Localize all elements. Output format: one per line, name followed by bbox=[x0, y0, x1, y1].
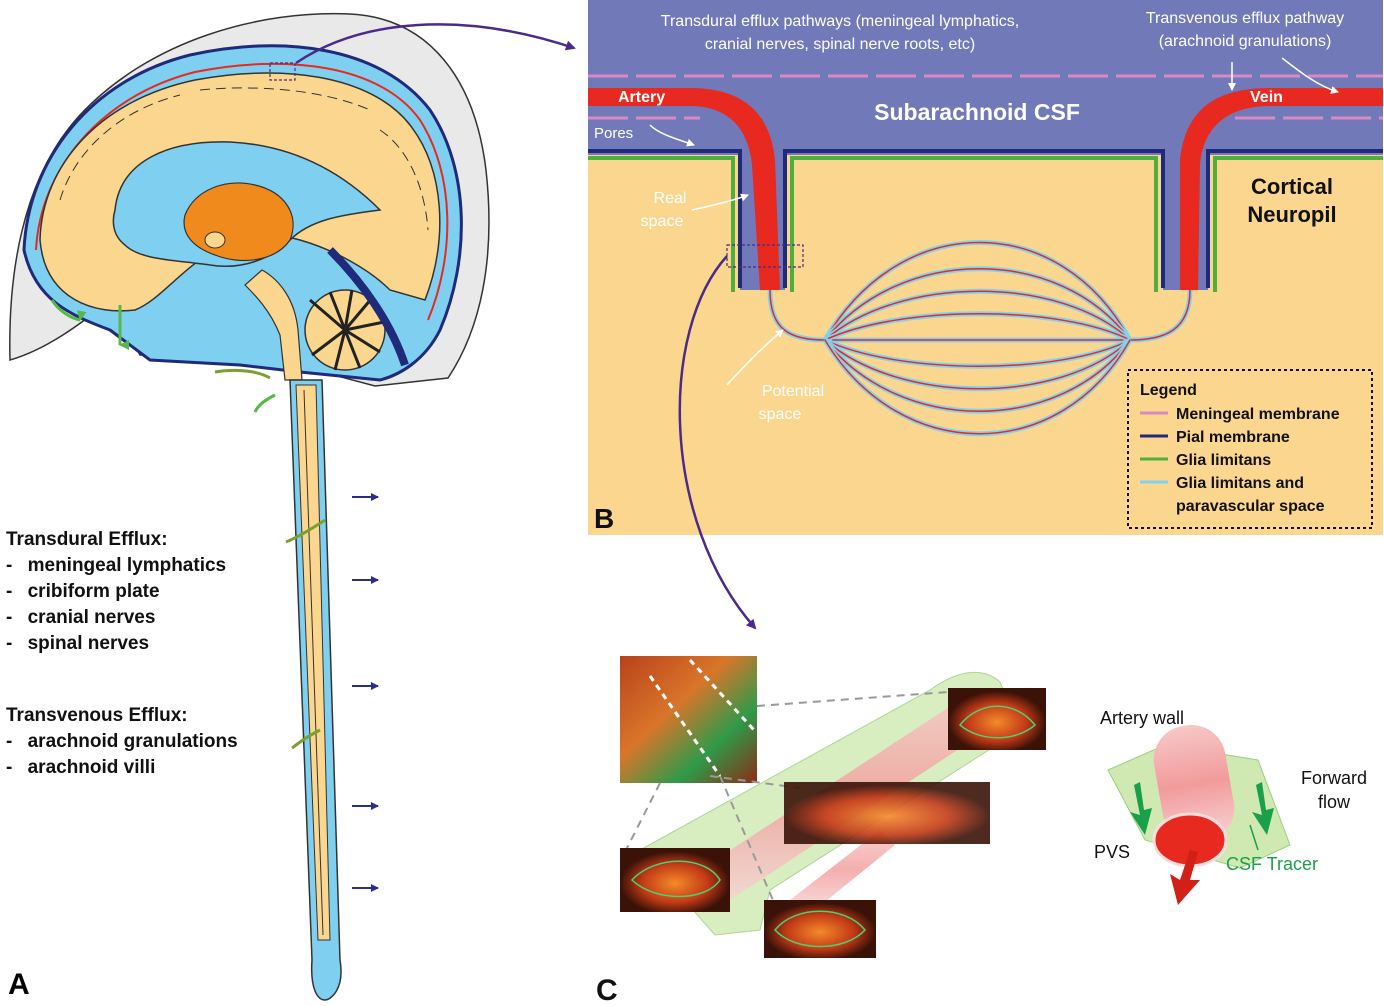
cortical-label-2: Neuropil bbox=[1247, 202, 1336, 227]
legend-item-pial: Pial membrane bbox=[1176, 429, 1290, 446]
transvenous-title-line2: (arachnoid granulations) bbox=[1159, 33, 1332, 50]
transdural-item: cranial nerves bbox=[6, 605, 226, 631]
microscopy-image bbox=[620, 656, 757, 783]
potential-space-1: Potential bbox=[762, 383, 824, 400]
slice-2 bbox=[784, 782, 990, 844]
cerebellum bbox=[304, 289, 386, 371]
panel-a-brain-diagram bbox=[9, 12, 490, 1001]
transdural-item: cribiform plate bbox=[6, 579, 226, 605]
real-space-2: space bbox=[641, 213, 684, 230]
transvenous-heading: Transvenous Efflux: bbox=[6, 705, 188, 726]
legend-item-meningeal: Meningeal membrane bbox=[1176, 406, 1340, 423]
artery-wall-label: Artery wall bbox=[1100, 708, 1184, 728]
potential-space-2: space bbox=[759, 406, 802, 423]
pvs-label: PVS bbox=[1094, 842, 1130, 862]
real-space-1: Real bbox=[654, 190, 687, 207]
legend-item-glia-pvs-2: paravascular space bbox=[1176, 498, 1325, 515]
transvenous-title-line1: Transvenous efflux pathway bbox=[1146, 10, 1344, 27]
transdural-title-line1: Transdural efflux pathways (meningeal ly… bbox=[661, 13, 1019, 30]
legend-title: Legend bbox=[1140, 382, 1197, 399]
arrow-a-to-b bbox=[295, 23, 576, 65]
transdural-efflux-list: Transdural Efflux: meningeal lymphatics … bbox=[6, 527, 226, 657]
transdural-item: meningeal lymphatics bbox=[6, 553, 227, 579]
slice-4 bbox=[764, 900, 876, 958]
arrow-b-to-c bbox=[678, 255, 757, 630]
legend-item-glia: Glia limitans bbox=[1176, 452, 1271, 469]
forward-flow-label-1: Forward bbox=[1301, 768, 1367, 788]
transdural-heading: Transdural Efflux: bbox=[6, 529, 168, 550]
panel-letter-a: A bbox=[8, 968, 30, 1001]
panel-letter-b: B bbox=[594, 503, 614, 534]
transvenous-item: arachnoid villi bbox=[6, 755, 238, 781]
pores-label: Pores bbox=[594, 125, 633, 142]
subarachnoid-label: Subarachnoid CSF bbox=[874, 99, 1080, 125]
transvenous-item: arachnoid granulations bbox=[6, 729, 238, 755]
thalamus bbox=[183, 182, 294, 261]
legend-box bbox=[1127, 369, 1373, 529]
transdural-title-line2: cranial nerves, spinal nerve roots, etc) bbox=[705, 36, 975, 53]
panel-c-perivascular bbox=[620, 656, 1291, 958]
transdural-item: spinal nerves bbox=[6, 631, 226, 657]
zoom-box-a bbox=[269, 62, 296, 81]
transvenous-efflux-list: Transvenous Efflux: arachnoid granulatio… bbox=[6, 703, 238, 781]
forward-flow-label-2: flow bbox=[1318, 792, 1351, 812]
vein-label: Vein bbox=[1250, 89, 1283, 106]
legend-item-glia-pvs-1: Glia limitans and bbox=[1176, 475, 1304, 492]
slice-1 bbox=[948, 688, 1046, 750]
cortical-label-1: Cortical bbox=[1251, 174, 1333, 199]
panel-b-cross-section bbox=[588, 0, 1383, 535]
panel-letter-c: C bbox=[596, 974, 618, 1006]
slice-3 bbox=[620, 848, 730, 912]
csf-tracer-label: CSF Tracer bbox=[1226, 854, 1318, 874]
artery-vessel bbox=[588, 88, 780, 290]
capillary-bed bbox=[767, 240, 1193, 437]
artery-label: Artery bbox=[618, 89, 665, 106]
artery-3d-model bbox=[1107, 725, 1291, 905]
